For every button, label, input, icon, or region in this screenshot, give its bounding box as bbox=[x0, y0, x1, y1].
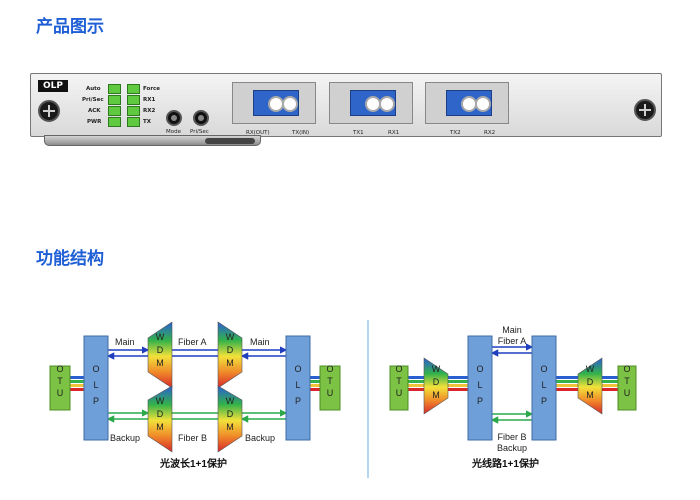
led-label-rx1: RX1 bbox=[143, 97, 156, 103]
main-label: Main bbox=[250, 337, 270, 347]
led-label-force: Force bbox=[143, 86, 161, 92]
led-indicator bbox=[108, 84, 121, 94]
fiber-a-label: Fiber A bbox=[178, 337, 207, 347]
port-label: TX1 bbox=[353, 130, 364, 136]
left-diagram-caption: 光波长1+1保护 bbox=[159, 457, 227, 470]
led-indicator bbox=[108, 106, 121, 116]
led-label-pri-sec: Pri/Sec bbox=[82, 97, 104, 103]
section-title-product-image: 产品图示 bbox=[36, 17, 104, 37]
otu-box bbox=[49, 365, 71, 411]
right-otu-wdm-link bbox=[408, 376, 618, 391]
wdm-block bbox=[577, 357, 603, 415]
right-screw-icon bbox=[634, 99, 656, 121]
wdm-block bbox=[147, 385, 173, 453]
port-label: RX2 bbox=[484, 130, 496, 136]
wdm-block bbox=[217, 321, 243, 389]
knob-label-pri-sec: Pri/Sec bbox=[190, 129, 209, 135]
lc-connector-icon bbox=[446, 90, 492, 116]
fiber-b-label: Fiber B bbox=[178, 433, 207, 443]
board-tag-olp: OLP bbox=[38, 80, 68, 92]
otu-box bbox=[389, 365, 409, 411]
backup-label: Backup bbox=[497, 443, 527, 453]
left-screw-icon bbox=[38, 100, 60, 122]
lc-connector-icon bbox=[350, 90, 396, 116]
board-ejector-rail bbox=[44, 135, 261, 146]
left-otu-olp-link bbox=[70, 376, 320, 391]
board-ejector-handle bbox=[205, 138, 255, 144]
fiber-b-label: Fiber B bbox=[497, 432, 526, 442]
led-label-tx: TX bbox=[143, 119, 151, 125]
otu-box bbox=[319, 365, 341, 411]
backup-label: Backup bbox=[110, 433, 140, 443]
olp-box bbox=[531, 335, 557, 441]
led-indicator bbox=[127, 95, 140, 105]
port-label: RX(OUT) bbox=[246, 130, 270, 136]
led-indicator bbox=[127, 84, 140, 94]
port-label: RX1 bbox=[388, 130, 400, 136]
led-label-auto: Auto bbox=[86, 86, 101, 92]
mode-button[interactable] bbox=[166, 110, 182, 126]
right-diagram-caption: 光线路1+1保护 bbox=[471, 457, 539, 470]
section-title-function: 功能结构 bbox=[36, 249, 104, 269]
main-label: Main bbox=[502, 325, 522, 335]
led-label-pwr: PWR bbox=[87, 119, 102, 125]
wdm-block bbox=[217, 385, 243, 453]
led-label-rx2: RX2 bbox=[143, 108, 156, 114]
port-label: TX2 bbox=[450, 130, 461, 136]
pri-sec-button[interactable] bbox=[193, 110, 209, 126]
backup-label: Backup bbox=[245, 433, 275, 443]
wdm-block bbox=[423, 357, 449, 415]
optical-port-2[interactable] bbox=[329, 82, 413, 124]
port-label: TX(IN) bbox=[292, 130, 310, 136]
optical-port-3[interactable] bbox=[425, 82, 509, 124]
optical-port-1[interactable] bbox=[232, 82, 316, 124]
knob-label-mode: Mode bbox=[166, 129, 181, 135]
lc-connector-icon bbox=[253, 90, 299, 116]
main-label: Main bbox=[115, 337, 135, 347]
olp-box bbox=[467, 335, 493, 441]
led-indicator bbox=[127, 117, 140, 127]
led-indicator bbox=[108, 95, 121, 105]
fiber-a-label: Fiber A bbox=[498, 336, 527, 346]
led-indicator bbox=[127, 106, 140, 116]
olp-box bbox=[285, 335, 311, 441]
otu-box bbox=[617, 365, 637, 411]
led-indicator bbox=[108, 117, 121, 127]
led-label-ack: ACK bbox=[88, 108, 101, 114]
olp-box bbox=[83, 335, 109, 441]
